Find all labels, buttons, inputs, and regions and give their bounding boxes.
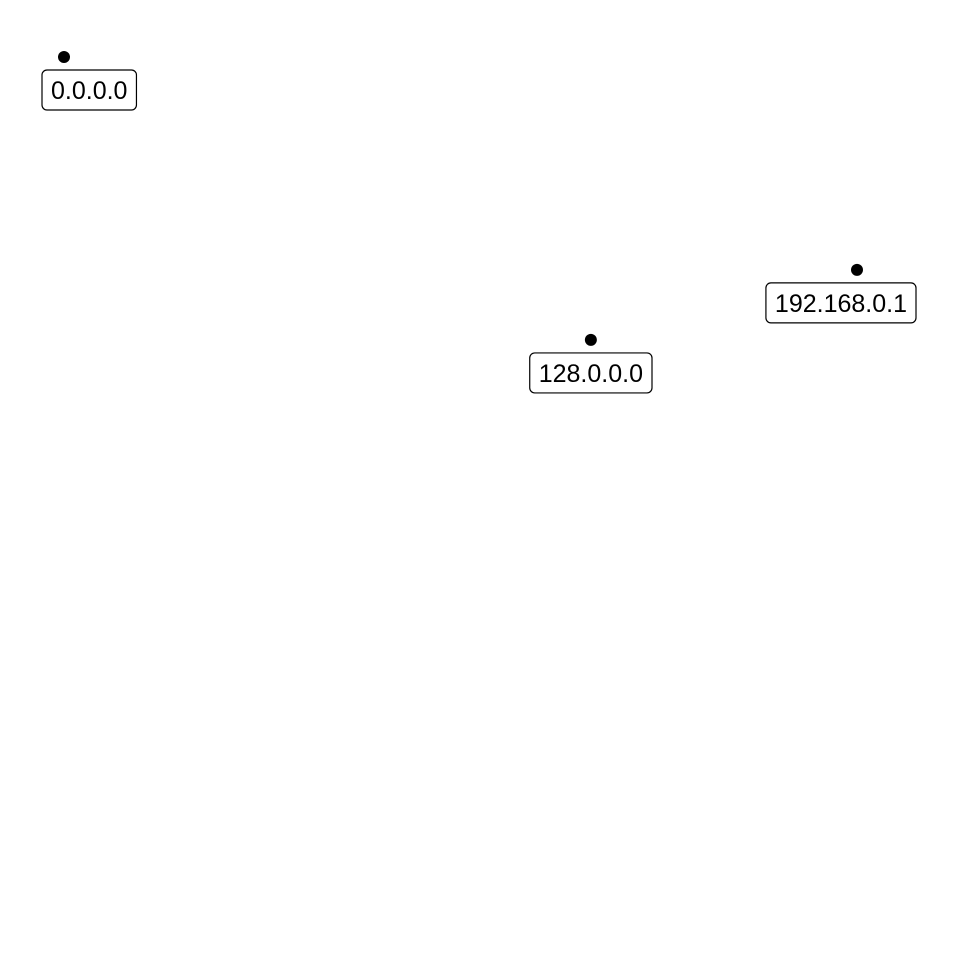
data-label-text: 128.0.0.0 <box>539 360 643 388</box>
data-label-text: 0.0.0.0 <box>51 77 127 105</box>
data-label: 128.0.0.0 <box>529 352 653 394</box>
data-label: 0.0.0.0 <box>41 69 138 111</box>
chart-marks: 0.0.0.0 128.0.0.0 192.168.0.1 <box>41 51 917 394</box>
data-label-text: 192.168.0.1 <box>775 290 907 318</box>
data-point <box>584 333 597 346</box>
data-point <box>58 51 70 63</box>
data-point <box>851 263 863 276</box>
data-label-box <box>765 282 917 324</box>
data-label-box <box>529 352 653 394</box>
data-label: 192.168.0.1 <box>765 282 917 324</box>
data-label-box <box>41 69 138 111</box>
